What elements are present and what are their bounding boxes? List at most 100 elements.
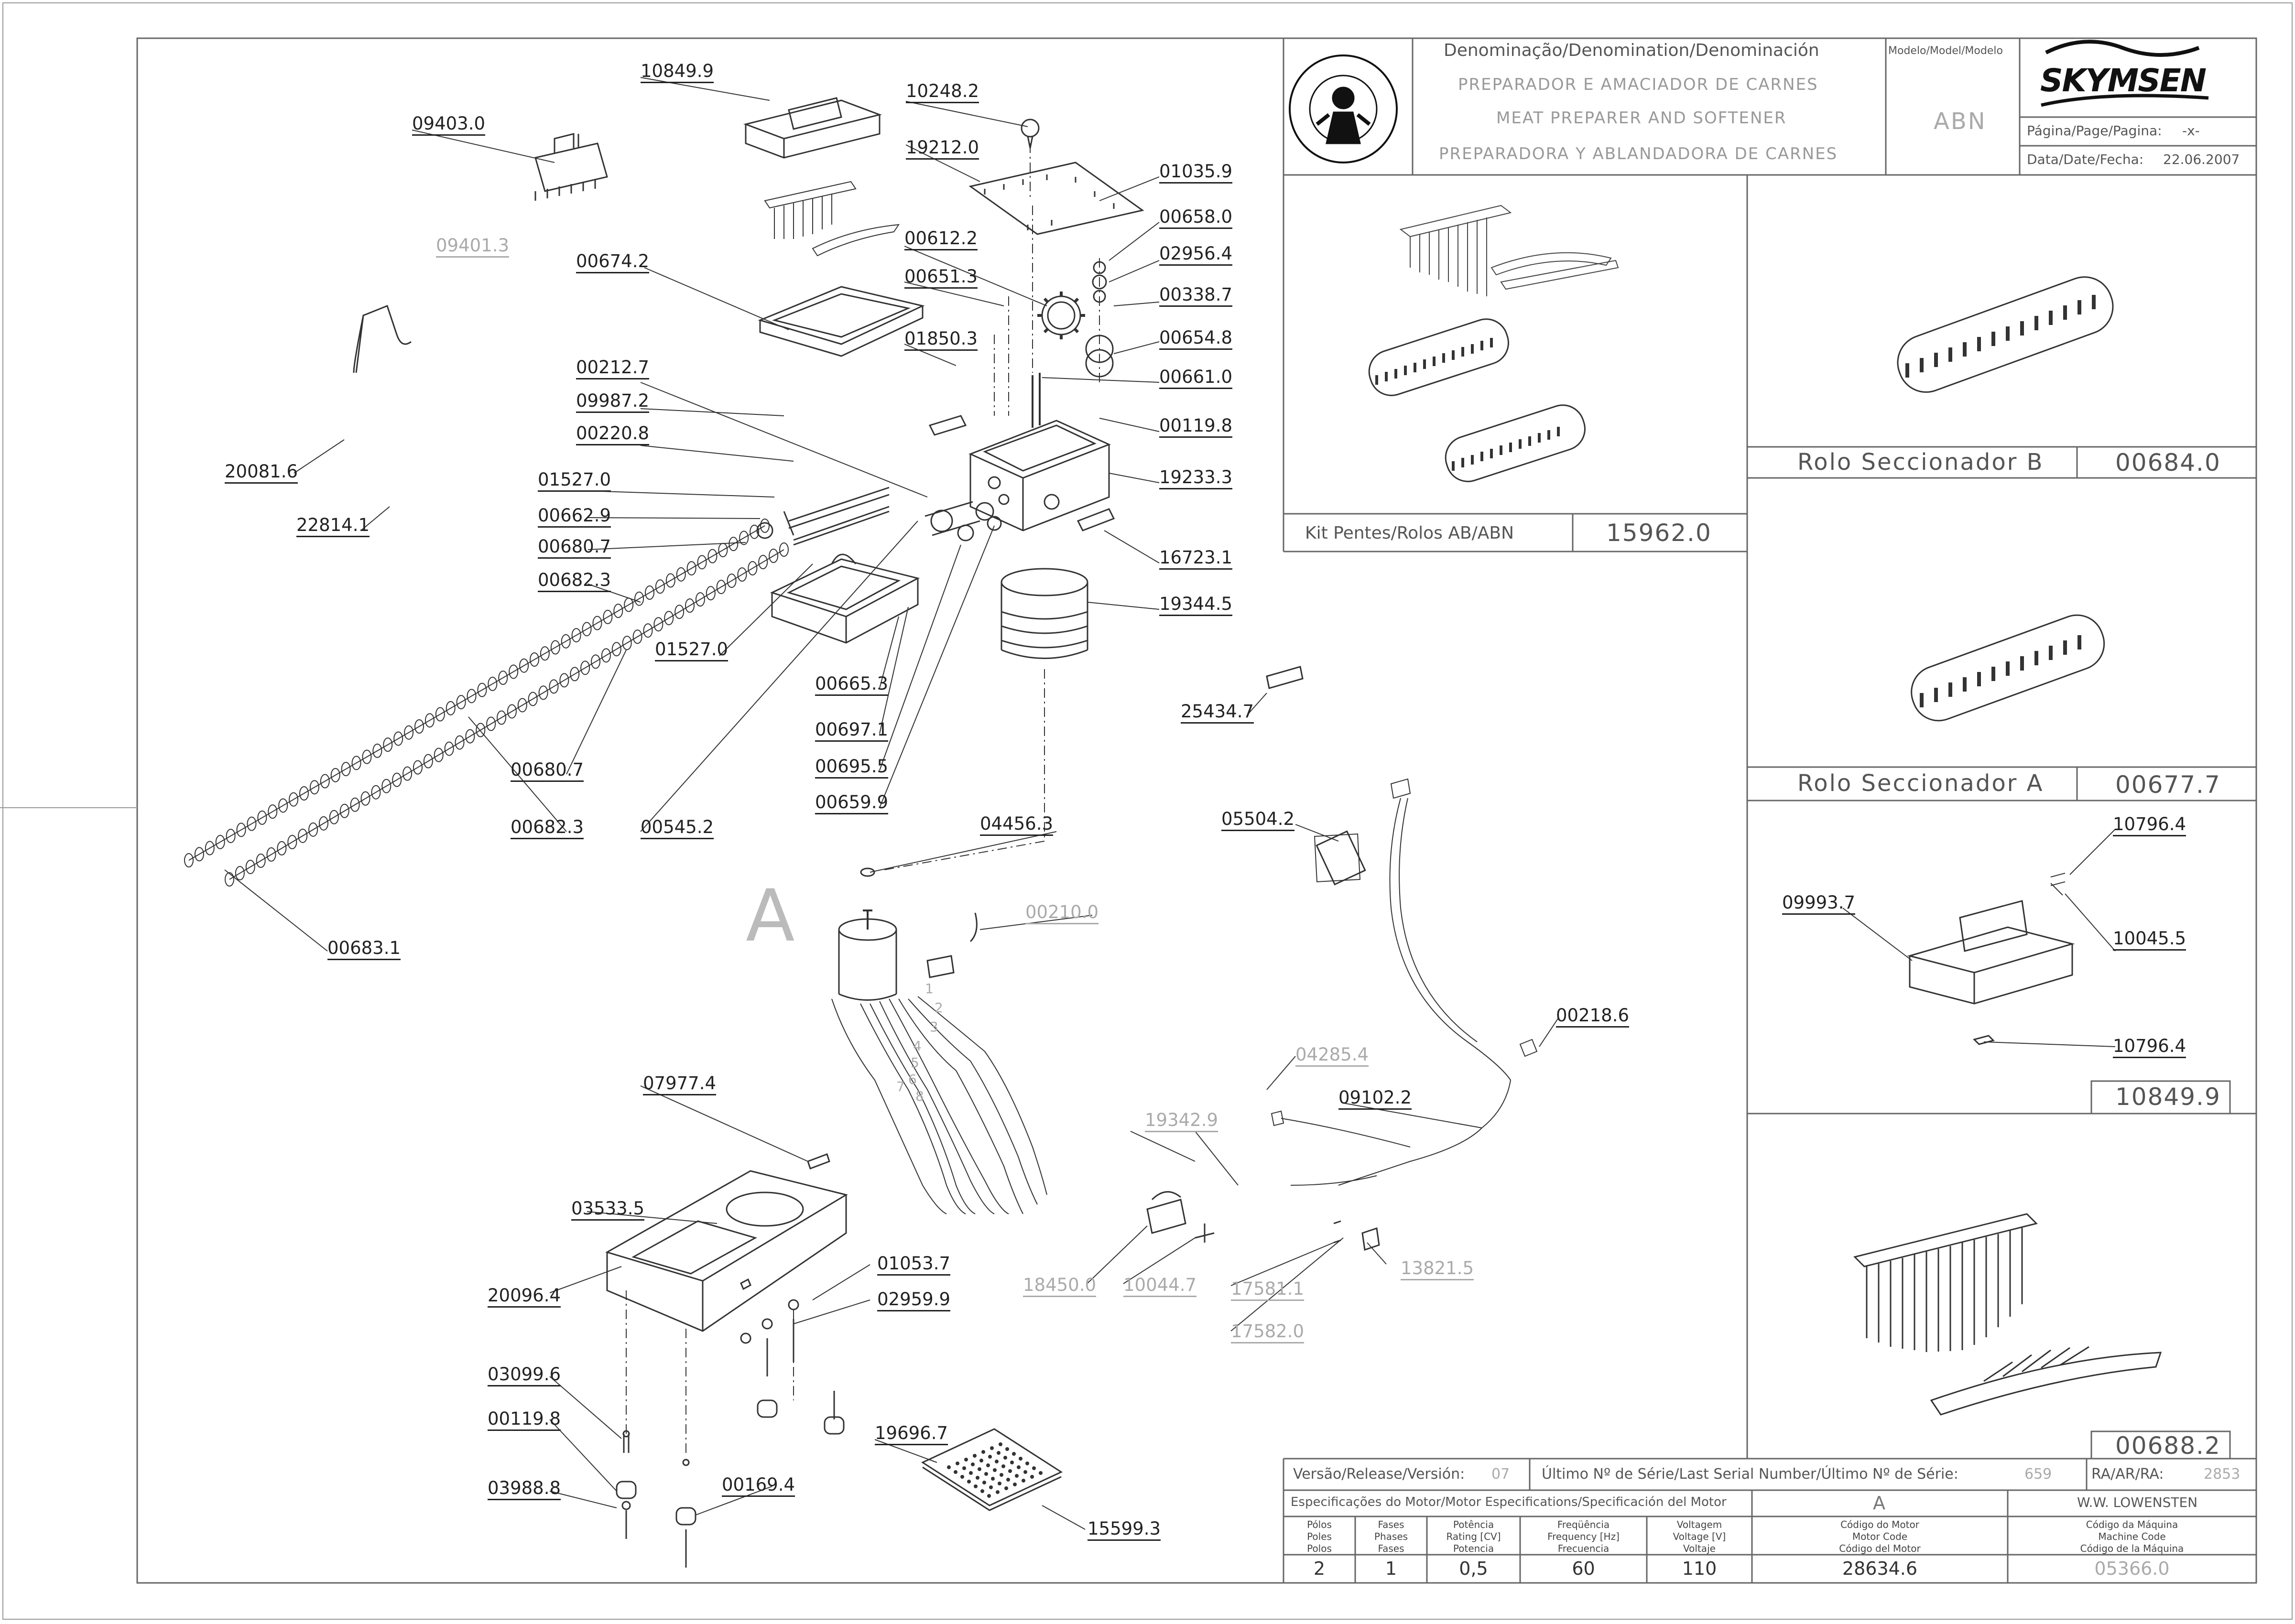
- vent-hole: [976, 1476, 979, 1480]
- version-label: Versão/Release/Versión:: [1293, 1466, 1465, 1483]
- vent-hole: [991, 1477, 995, 1481]
- top-plate-art: [968, 119, 1144, 235]
- wire-number: 7: [896, 1079, 905, 1094]
- wire-number: 6: [908, 1072, 917, 1087]
- capacitor-art: [1146, 1191, 1380, 1251]
- part-label-00659-9: 00659.9: [815, 793, 889, 814]
- vent-hole: [993, 1468, 997, 1472]
- spec-column-head: Potência Rating [CV] Potencia: [1446, 1519, 1501, 1554]
- vent-hole: [978, 1467, 981, 1471]
- roller-disc: [561, 634, 571, 649]
- part-label-19342-9: 19342.9: [1145, 1111, 1218, 1132]
- vent-hole: [1000, 1473, 1003, 1477]
- model-header: Modelo/Model/Modelo: [1888, 45, 2003, 57]
- spec-column-value: 60: [1572, 1558, 1595, 1579]
- product-name-es: PREPARADORA Y ABLANDADORA DE CARNES: [1439, 144, 1838, 163]
- roller-disc: [550, 640, 560, 655]
- inner-border: [136, 37, 2257, 1584]
- roller-disc: [685, 598, 695, 613]
- serial-value: 659: [2024, 1466, 2052, 1483]
- vent-hole: [969, 1471, 973, 1475]
- vent-hole: [967, 1480, 971, 1483]
- vent-hole: [964, 1458, 968, 1462]
- part-label-04456-3: 04456.3: [980, 815, 1054, 836]
- wire-number: 1: [925, 981, 934, 996]
- vent-hole: [1010, 1461, 1014, 1464]
- part-label-00680-7a: 00680.7: [538, 538, 611, 559]
- roller-disc: [299, 786, 309, 801]
- roller-disc: [247, 816, 257, 831]
- vent-hole: [990, 1446, 994, 1450]
- vent-hole: [984, 1472, 988, 1476]
- roller-disc: [423, 754, 433, 769]
- part-label-20081-6: 20081.6: [225, 463, 298, 484]
- view-a-label: A: [746, 875, 795, 958]
- part-label-09993-7: 09993.7: [1782, 894, 1856, 915]
- roller-disc: [686, 561, 696, 576]
- roller-disc: [603, 609, 613, 624]
- part-label-01527-0b: 01527.0: [655, 640, 729, 661]
- roller-disc: [570, 667, 580, 682]
- roller-disc: [318, 816, 328, 831]
- part-label-00680-7b: 00680.7: [511, 761, 584, 782]
- roller-disc: [446, 701, 456, 715]
- comb-assembly-art: [1907, 873, 2075, 1045]
- part-label-00661-0: 00661.0: [1159, 368, 1233, 389]
- roller-disc-rows-art: [184, 519, 789, 887]
- roller-disc: [727, 574, 737, 588]
- roller-disc: [351, 756, 361, 770]
- roller-disc: [278, 798, 288, 813]
- assembly-axis-lines: [626, 143, 1100, 1453]
- wire-number: 2: [935, 1000, 943, 1016]
- roller-disc: [235, 866, 245, 880]
- roller-disc: [266, 847, 276, 862]
- vent-plate-art: [921, 1428, 1063, 1511]
- roller-disc: [257, 810, 267, 825]
- part-label-13821-5: 13821.5: [1401, 1259, 1474, 1280]
- roller-disc: [205, 841, 215, 855]
- part-label-00338-7: 00338.7: [1159, 286, 1233, 307]
- part-label-19696-7: 19696.7: [875, 1424, 948, 1445]
- roller-disc: [571, 628, 581, 643]
- part-label-00651-3: 00651.3: [904, 268, 978, 289]
- part-label-00682-3a: 00682.3: [538, 571, 611, 592]
- part-label-09403-0: 09403.0: [412, 115, 486, 136]
- vent-hole: [956, 1462, 959, 1465]
- vent-hole: [1012, 1452, 1016, 1456]
- part-label-00545-2: 00545.2: [641, 818, 714, 839]
- roller-disc: [402, 766, 413, 781]
- roller-disc: [695, 592, 705, 607]
- page-label: Página/Page/Pagina:: [2027, 123, 2162, 139]
- part-label-20096-4: 20096.4: [488, 1287, 561, 1308]
- roller-disc: [329, 810, 339, 824]
- part-label-00662-9: 00662.9: [538, 507, 611, 528]
- vent-hole: [1022, 1479, 1025, 1483]
- brand-logo: SKYMSEN: [2040, 62, 2207, 99]
- part-label-01053-7: 01053.7: [877, 1255, 951, 1276]
- roller-disc: [634, 591, 644, 606]
- spec-column-head: Código do Motor Motor Code Código del Mo…: [1839, 1519, 1921, 1554]
- vent-hole: [980, 1489, 984, 1493]
- date-label: Data/Date/Fecha:: [2027, 152, 2144, 167]
- part-label-07977-4: 07977.4: [643, 1074, 717, 1095]
- part-label-04285-4: 04285.4: [1295, 1046, 1369, 1067]
- serial-label: Último Nº de Série/Last Serial Number/Úl…: [1542, 1466, 1958, 1483]
- denomination-header: Denominação/Denomination/Denominación: [1444, 41, 1819, 60]
- roller-disc: [540, 646, 550, 661]
- roller-disc: [268, 804, 278, 819]
- roller-disc: [559, 673, 569, 688]
- part-label-00220-8: 00220.8: [576, 424, 650, 445]
- plate-art: [1266, 666, 1366, 886]
- part-label-00612-2: 00612.2: [904, 229, 978, 250]
- roller-disc: [339, 803, 349, 818]
- vent-hole: [971, 1462, 975, 1466]
- motor-option: A: [1873, 1493, 1885, 1514]
- roller-disc: [350, 797, 360, 812]
- part-label-09401-3: 09401.3: [436, 237, 510, 258]
- part-label-19212-0: 19212.0: [906, 139, 979, 160]
- vent-hole: [979, 1459, 983, 1462]
- kit-label: Kit Pentes/Rolos AB/ABN: [1305, 523, 1514, 543]
- roller-disc: [760, 519, 770, 533]
- roller-disc: [645, 585, 654, 600]
